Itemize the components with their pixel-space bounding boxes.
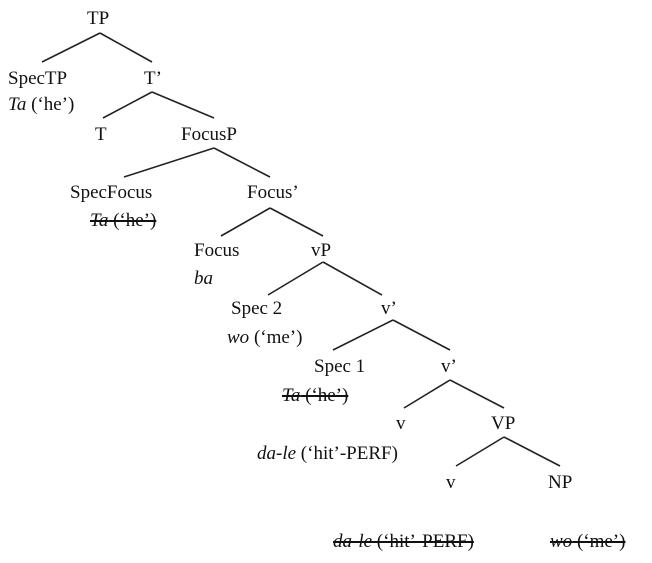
branch-vpbig-v — [455, 436, 505, 467]
branch-focusp-focusbar — [213, 147, 271, 178]
node-spec2-lexical: wo (‘me’) — [227, 327, 302, 349]
node-spec-tp: SpecTP — [8, 68, 68, 89]
spec-focus-trace-word: Ta — [90, 210, 109, 231]
v-trace-word: da-le — [333, 531, 373, 552]
np-trace-word: wo — [550, 531, 573, 552]
spec-tp-gloss: (‘he’) — [26, 94, 75, 115]
spec2-word: wo — [227, 327, 250, 348]
node-spec1-trace: Ta (‘he’) — [282, 385, 348, 407]
node-np-trace: wo (‘me’) — [550, 531, 625, 553]
v-little-word: da-le — [257, 443, 297, 464]
branch-tp-spectp — [41, 32, 101, 63]
node-v-little-lexical: da-le (‘hit’-PERF) — [257, 443, 398, 465]
branch-vbar2-vpbig — [449, 379, 505, 409]
v-little-gloss: (‘hit’-PERF) — [296, 443, 398, 464]
node-spec1: Spec 1 — [314, 356, 366, 377]
branch-vp-vbar1 — [322, 261, 383, 296]
spec2-gloss: (‘me’) — [249, 327, 303, 348]
branch-vbar2-v — [403, 379, 451, 409]
node-spec-focus: SpecFocus — [70, 182, 153, 203]
spec-tp-word: Ta — [8, 94, 27, 115]
node-vp-little: vP — [311, 240, 332, 261]
spec-focus-trace-gloss: (‘he’) — [108, 210, 157, 231]
branch-vbar1-vbar2 — [392, 319, 451, 351]
node-spec-tp-lexical: Ta (‘he’) — [8, 94, 74, 116]
node-v-trace: da-le (‘hit’-PERF) — [333, 531, 474, 553]
node-v-big: v — [446, 472, 456, 493]
branch-tbar-focusp — [151, 91, 215, 119]
node-tp: TP — [87, 8, 110, 29]
node-focus: Focus — [194, 240, 240, 261]
node-vp-big: VP — [491, 413, 516, 434]
node-spec2: Spec 2 — [231, 298, 283, 319]
node-focus-bar: Focus’ — [247, 182, 299, 203]
branch-tp-tbar — [99, 32, 153, 63]
branch-focusbar-focus — [220, 207, 271, 237]
node-v-bar-2: v’ — [441, 356, 457, 377]
node-t: T — [95, 124, 107, 145]
node-v-bar-1: v’ — [381, 298, 397, 319]
np-trace-gloss: (‘me’) — [572, 531, 626, 552]
node-spec-focus-trace: Ta (‘he’) — [90, 210, 156, 232]
branch-vp-spec2 — [267, 261, 324, 296]
branch-vbar1-spec1 — [332, 319, 394, 351]
branch-focusp-specfocus — [123, 147, 215, 178]
node-focus-p: FocusP — [181, 124, 237, 145]
spec1-trace-gloss: (‘he’) — [300, 385, 349, 406]
branch-tbar-t — [102, 91, 153, 119]
node-np: NP — [548, 472, 573, 493]
branch-focusbar-vp — [269, 207, 324, 237]
branch-vpbig-np — [503, 436, 561, 467]
spec1-trace-word: Ta — [282, 385, 301, 406]
v-trace-gloss: (‘hit’-PERF) — [372, 531, 474, 552]
node-v-little: v — [396, 413, 406, 434]
node-focus-word: ba — [194, 268, 213, 289]
node-t-bar: T’ — [144, 68, 162, 89]
